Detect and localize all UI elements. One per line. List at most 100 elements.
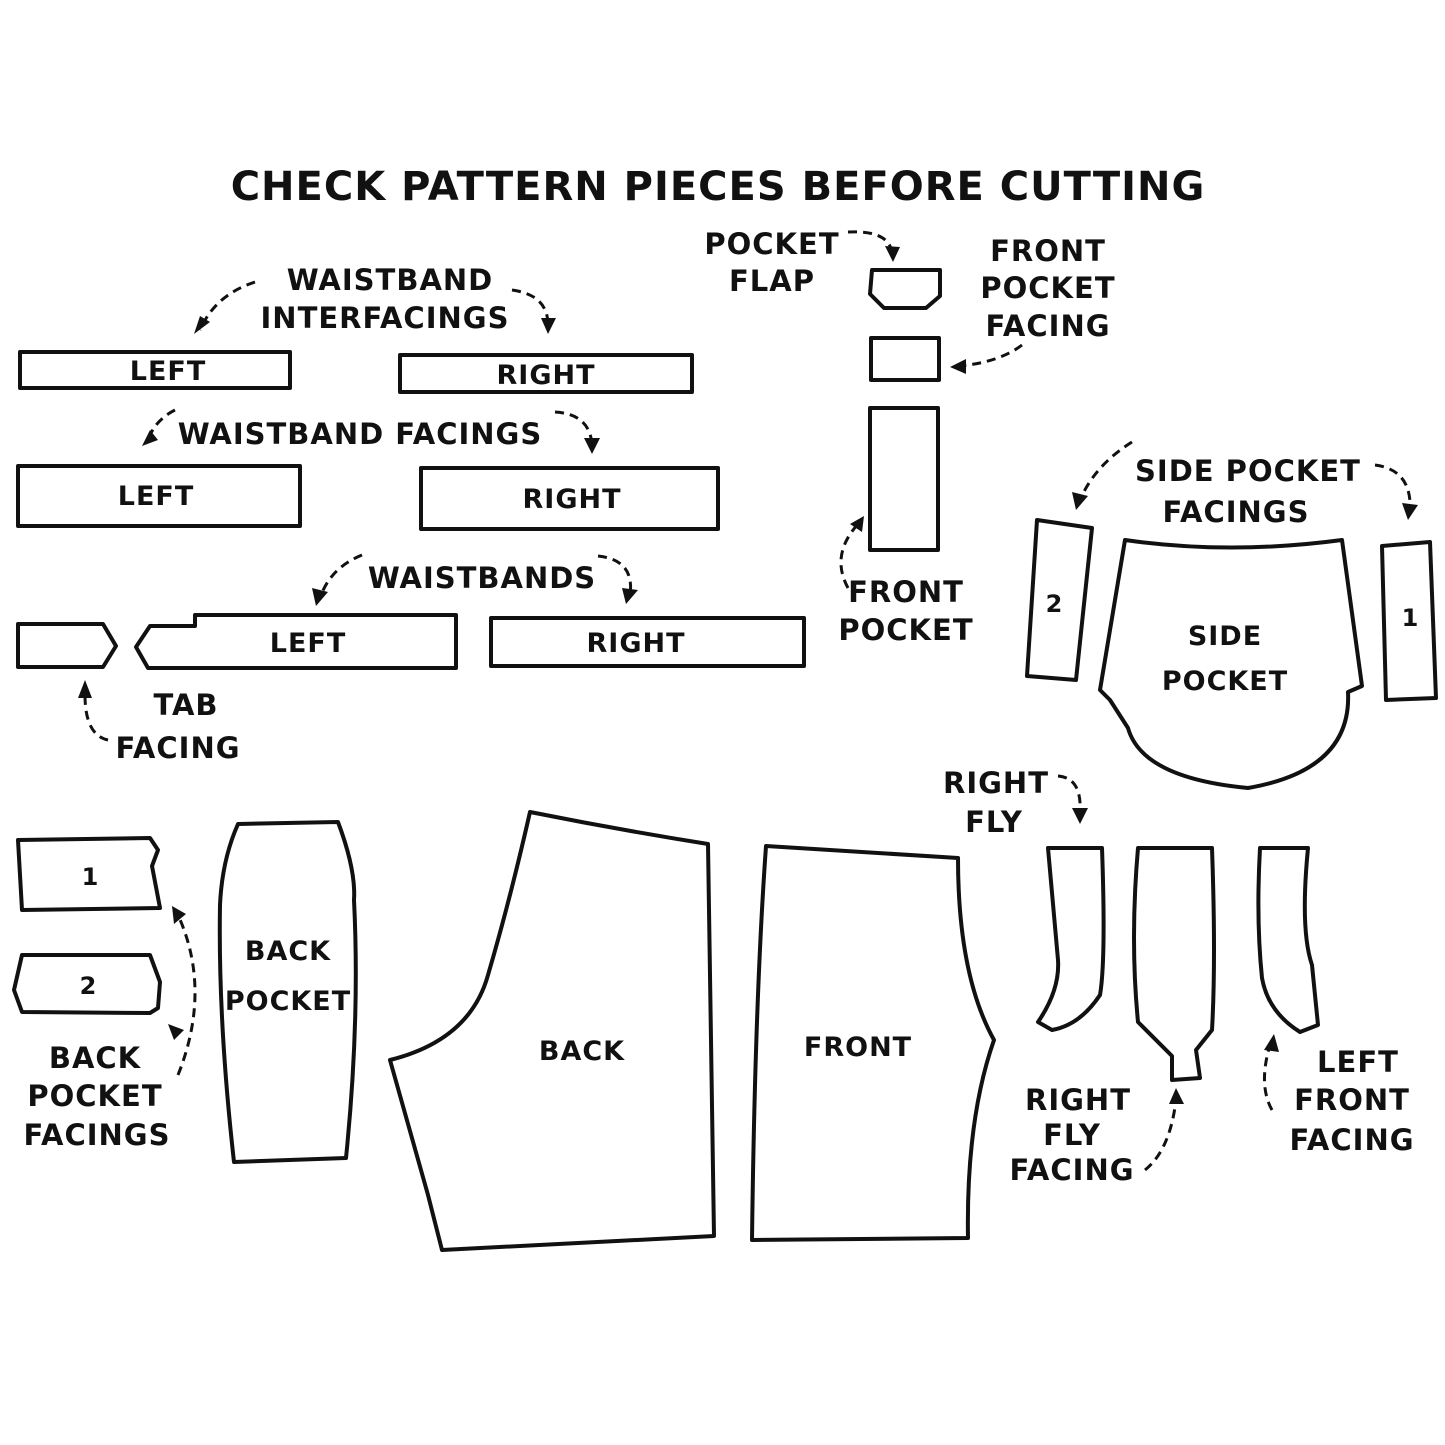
back-pocket-facings-label-line1: BACK — [49, 1041, 142, 1075]
arrowhead-icon — [1264, 1034, 1279, 1052]
arrowhead-icon — [950, 359, 966, 374]
piece-front-label: FRONT — [804, 1032, 912, 1063]
piece-facing-left-label: LEFT — [118, 481, 195, 512]
piece-pocket-flap — [868, 268, 942, 310]
waistband-interfacings-label-line2: INTERFACINGS — [261, 301, 510, 335]
front-pocket-group: POCKET FLAP FRONT POCKET FACING FRONT PO… — [704, 227, 1115, 647]
piece-back — [388, 810, 716, 1252]
piece-right-fly-facing — [1132, 846, 1216, 1082]
piece-front-pocket — [868, 406, 940, 552]
pocket-flap-label-line2: FLAP — [729, 264, 815, 298]
piece-tab — [16, 622, 118, 669]
waistbands-label: WAISTBANDS — [368, 561, 596, 595]
arrow-to-left-front-facing — [1262, 1044, 1274, 1111]
piece-interfacing-left-label: LEFT — [130, 356, 207, 387]
front-group: FRONT — [750, 844, 996, 1242]
arrow-to-back-pocket-facings — [176, 914, 197, 1076]
back-group: BACK — [388, 810, 716, 1252]
back-pocket-facings-label-line3: FACINGS — [24, 1118, 171, 1152]
arrow-to-pocket-flap — [847, 230, 894, 253]
arrowhead-icon — [1169, 1088, 1184, 1104]
piece-waistband-left — [134, 613, 458, 670]
piece-side-pocket — [1098, 538, 1364, 790]
waistband-facings-label: WAISTBAND FACINGS — [178, 417, 543, 451]
arrowhead-icon — [312, 588, 328, 606]
arrow-to-right-fly — [1057, 774, 1082, 813]
piece-interfacing-right — [398, 353, 694, 394]
arrowhead-icon — [584, 438, 600, 454]
page-title: CHECK PATTERN PIECES BEFORE CUTTING — [231, 164, 1206, 210]
arrow-to-front-pocket — [839, 522, 860, 589]
arrowhead-icon — [850, 516, 864, 532]
arrowhead-icon — [142, 430, 158, 446]
front-pocket-facing-label-line2: POCKET — [980, 271, 1115, 305]
waistbands-group: WAISTBANDS LEFT RIGHT TAB FACING — [16, 553, 806, 765]
arrow-to-tab — [83, 694, 109, 742]
piece-front-pocket-facing — [869, 336, 941, 382]
piece-back-pocket-label-line2: POCKET — [225, 986, 351, 1017]
waistband-interfacings-group: WAISTBAND INTERFACINGS LEFT RIGHT — [18, 263, 694, 394]
fly-group: RIGHT FLY RIGHT FLY FACING LEFT FRONT FA… — [943, 766, 1414, 1187]
piece-right-fly — [1036, 846, 1106, 1032]
arrowhead-icon — [541, 318, 556, 334]
side-pocket-group: SIDE POCKET FACINGS 2 SIDE POCKET 1 — [1025, 440, 1438, 790]
piece-interfacing-right-label: RIGHT — [496, 360, 595, 391]
back-pocket-facings-label-line2: POCKET — [27, 1079, 162, 1113]
arrow-to-waistband-left — [318, 553, 363, 599]
piece-side-facing-2-number: 2 — [1046, 590, 1063, 618]
piece-left-front-facing — [1256, 846, 1320, 1034]
arrowhead-icon — [172, 906, 186, 924]
piece-side-pocket-label-line2: POCKET — [1162, 666, 1288, 697]
front-pocket-label-line1: FRONT — [848, 575, 964, 609]
arrow-to-side-facing-1 — [1374, 463, 1412, 511]
piece-facing-right — [419, 466, 720, 531]
left-front-facing-label-line1: LEFT — [1317, 1045, 1399, 1079]
piece-back-label: BACK — [539, 1036, 625, 1067]
front-pocket-facing-label-line3: FACING — [985, 309, 1110, 343]
arrowhead-icon — [78, 680, 92, 698]
piece-interfacing-left — [18, 350, 292, 390]
pocket-flap-label-line1: POCKET — [704, 227, 839, 261]
left-front-facing-label-line3: FACING — [1289, 1123, 1414, 1157]
piece-waistband-right — [489, 616, 806, 668]
arrow-to-side-facing-2 — [1078, 440, 1133, 501]
piece-back-pocket-facing-1 — [16, 836, 162, 912]
piece-back-pocket-facing-1-number: 1 — [82, 863, 99, 891]
arrow-to-front-pocket-facing — [959, 343, 1023, 368]
right-fly-facing-label-line3: FACING — [1009, 1153, 1134, 1187]
piece-back-pocket-facing-2 — [12, 953, 162, 1015]
right-fly-facing-label-line1: RIGHT — [1025, 1083, 1131, 1117]
piece-front — [750, 844, 996, 1242]
arrowhead-icon — [1402, 503, 1418, 520]
right-fly-label-line1: RIGHT — [943, 766, 1049, 800]
front-pocket-facing-label-line1: FRONT — [990, 234, 1106, 268]
side-pocket-facings-label-line2: FACINGS — [1163, 495, 1310, 529]
tab-facing-label-line2: FACING — [115, 731, 240, 765]
piece-back-pocket — [217, 820, 358, 1164]
piece-side-pocket-label-line1: SIDE — [1188, 621, 1262, 652]
tab-facing-label-line1: TAB — [153, 688, 218, 722]
piece-waistband-left-label: LEFT — [270, 628, 347, 659]
right-fly-label-line2: FLY — [965, 805, 1023, 839]
arrowhead-icon — [194, 316, 210, 334]
piece-side-facing-2 — [1025, 518, 1094, 682]
right-fly-facing-label-line2: FLY — [1043, 1118, 1101, 1152]
piece-side-facing-1 — [1380, 540, 1438, 702]
back-pocket-group: BACK POCKET — [217, 820, 358, 1164]
piece-waistband-right-label: RIGHT — [586, 628, 685, 659]
piece-side-facing-1-number: 1 — [1402, 604, 1419, 632]
back-pocket-facings-group: 1 2 BACK POCKET FACINGS — [12, 836, 197, 1152]
piece-facing-right-label: RIGHT — [522, 484, 621, 515]
arrow-to-right-fly-facing — [1144, 1099, 1178, 1172]
waistband-facings-group: WAISTBAND FACINGS LEFT RIGHT — [16, 408, 720, 531]
arrowhead-icon — [622, 588, 638, 604]
arrowhead-icon — [885, 246, 900, 262]
waistband-interfacings-label-line1: WAISTBAND — [287, 263, 493, 297]
side-pocket-facings-label-line1: SIDE POCKET — [1135, 454, 1361, 488]
arrow-to-waistband-right — [597, 554, 633, 596]
arrowhead-icon — [168, 1024, 184, 1040]
piece-facing-left — [16, 464, 302, 528]
piece-back-pocket-label-line1: BACK — [245, 936, 331, 967]
